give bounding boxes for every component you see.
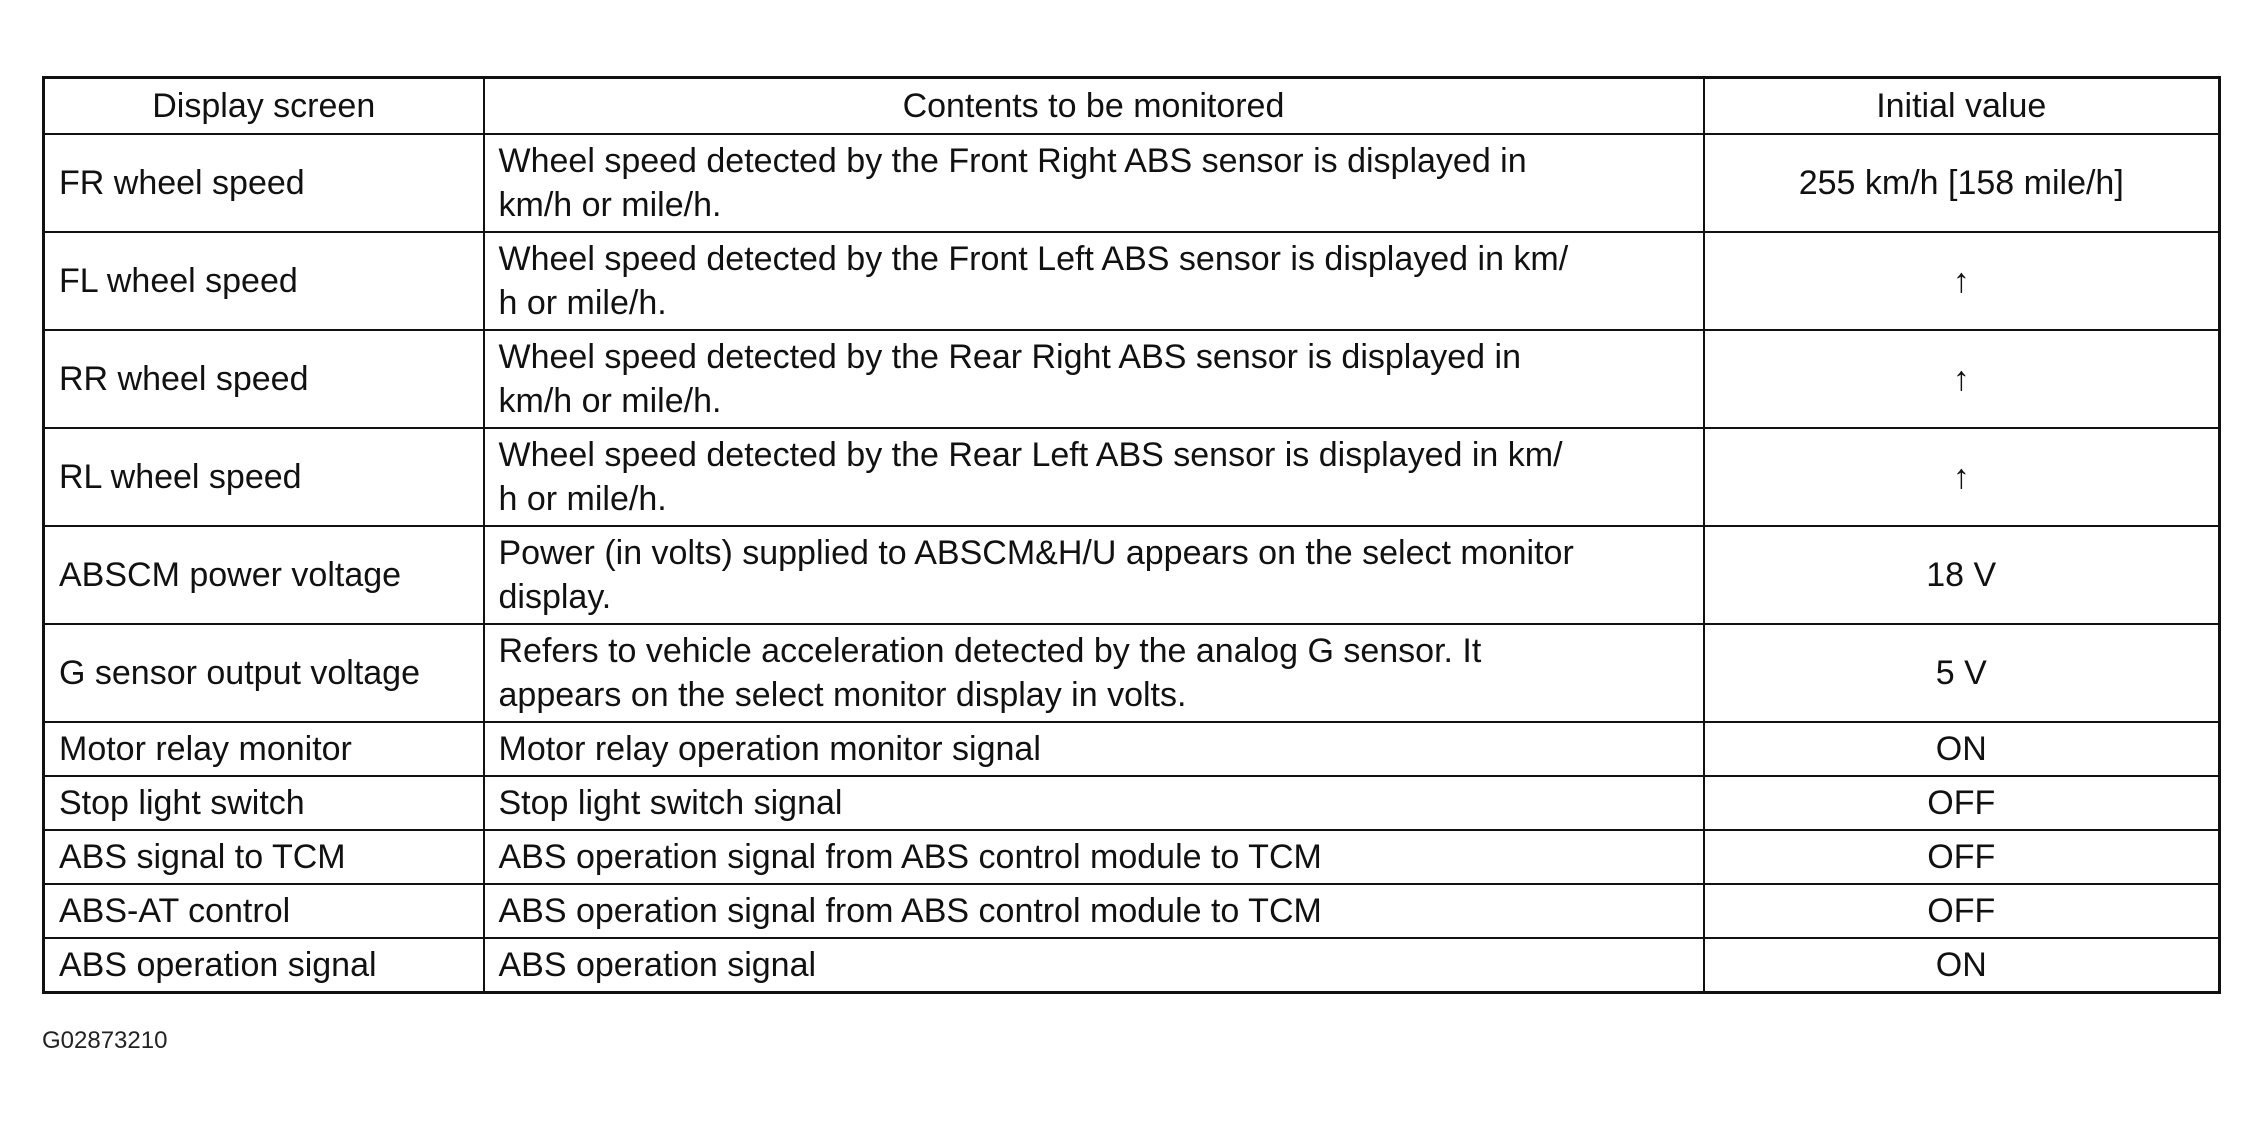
contents-line: Refers to vehicle acceleration detected … <box>498 632 1482 670</box>
table-row: RR wheel speed Wheel speed detected by t… <box>42 329 2221 429</box>
contents-line: km/h or mile/h. <box>498 382 722 420</box>
contents-line: h or mile/h. <box>498 480 667 518</box>
table-row: ABS signal to TCM ABS operation signal f… <box>42 829 2221 885</box>
initial-value-cell: OFF <box>1702 775 2221 831</box>
contents-cell: Wheel speed detected by the Rear Right A… <box>482 329 1705 429</box>
header-display-screen: Display screen <box>42 76 485 135</box>
table-row: ABS-AT control ABS operation signal from… <box>42 883 2221 939</box>
table-row: ABSCM power voltage Power (in volts) sup… <box>42 525 2221 625</box>
display-cell: ABS signal to TCM <box>42 829 485 885</box>
contents-cell: ABS operation signal from ABS control mo… <box>482 829 1705 885</box>
contents-cell: Wheel speed detected by the Front Right … <box>482 133 1705 233</box>
initial-value-cell: 18 V <box>1702 525 2221 625</box>
initial-value-cell: ON <box>1702 721 2221 777</box>
header-initial-value: Initial value <box>1702 76 2221 135</box>
monitor-table: Display screen Contents to be monitored … <box>42 76 2221 994</box>
table-row: RL wheel speed Wheel speed detected by t… <box>42 427 2221 527</box>
table-row: ABS operation signal ABS operation signa… <box>42 937 2221 994</box>
figure-code: G02873210 <box>42 1027 168 1054</box>
table-row: Stop light switch Stop light switch sign… <box>42 775 2221 831</box>
display-cell: FR wheel speed <box>42 133 485 233</box>
display-cell: G sensor output voltage <box>42 623 485 723</box>
initial-value-cell: ↑ <box>1702 231 2221 331</box>
initial-value-cell: ON <box>1702 937 2221 994</box>
initial-value-cell: OFF <box>1702 883 2221 939</box>
table-row: Motor relay monitor Motor relay operatio… <box>42 721 2221 777</box>
display-cell: FL wheel speed <box>42 231 485 331</box>
contents-line: display. <box>498 578 612 616</box>
contents-cell: ABS operation signal from ABS control mo… <box>482 883 1705 939</box>
display-cell: ABSCM power voltage <box>42 525 485 625</box>
table-row: G sensor output voltage Refers to vehicl… <box>42 623 2221 723</box>
contents-cell: Power (in volts) supplied to ABSCM&H/U a… <box>482 525 1705 625</box>
display-cell: ABS operation signal <box>42 937 485 994</box>
contents-cell: Wheel speed detected by the Rear Left AB… <box>482 427 1705 527</box>
initial-value-cell: 255 km/h [158 mile/h] <box>1702 133 2221 233</box>
initial-value-cell: ↑ <box>1702 329 2221 429</box>
display-cell: Stop light switch <box>42 775 485 831</box>
table-row: FL wheel speed Wheel speed detected by t… <box>42 231 2221 331</box>
contents-line: km/h or mile/h. <box>498 186 722 224</box>
contents-cell: ABS operation signal <box>482 937 1705 994</box>
initial-value-cell: 5 V <box>1702 623 2221 723</box>
header-row: Display screen Contents to be monitored … <box>42 76 2221 135</box>
contents-line: Wheel speed detected by the Rear Right A… <box>498 338 1521 376</box>
contents-line: Wheel speed detected by the Rear Left AB… <box>498 436 1563 474</box>
header-contents: Contents to be monitored <box>482 76 1705 135</box>
contents-cell: Wheel speed detected by the Front Left A… <box>482 231 1705 331</box>
contents-line: Power (in volts) supplied to ABSCM&H/U a… <box>498 534 1574 572</box>
table-row: FR wheel speed Wheel speed detected by t… <box>42 133 2221 233</box>
contents-cell: Refers to vehicle acceleration detected … <box>482 623 1705 723</box>
initial-value-cell: ↑ <box>1702 427 2221 527</box>
contents-line: Wheel speed detected by the Front Right … <box>498 142 1527 180</box>
display-cell: Motor relay monitor <box>42 721 485 777</box>
display-cell: ABS-AT control <box>42 883 485 939</box>
display-cell: RR wheel speed <box>42 329 485 429</box>
display-cell: RL wheel speed <box>42 427 485 527</box>
contents-cell: Stop light switch signal <box>482 775 1705 831</box>
contents-line: appears on the select monitor display in… <box>498 676 1187 714</box>
initial-value-cell: OFF <box>1702 829 2221 885</box>
contents-line: h or mile/h. <box>498 284 667 322</box>
contents-line: Wheel speed detected by the Front Left A… <box>498 240 1569 278</box>
contents-cell: Motor relay operation monitor signal <box>482 721 1705 777</box>
